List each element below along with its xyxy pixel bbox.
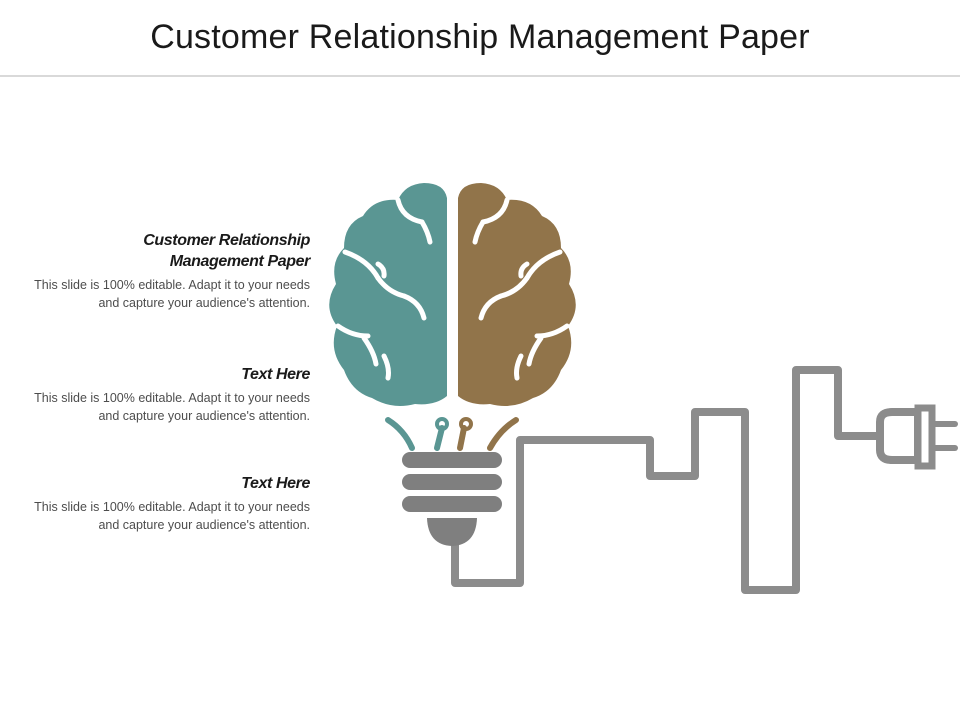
text-block-3: Text Here This slide is 100% editable. A… (10, 473, 310, 534)
text-block-1: Customer Relationship Management Paper T… (10, 230, 310, 312)
light-bulb-icon (402, 452, 502, 546)
title-divider (0, 75, 960, 77)
slide-title: Customer Relationship Management Paper (150, 18, 810, 56)
block-heading: Customer Relationship Management Paper (143, 232, 310, 270)
block-body: This slide is 100% editable. Adapt it to… (34, 500, 310, 532)
block-body: This slide is 100% editable. Adapt it to… (34, 391, 310, 423)
brain-icon (458, 183, 576, 406)
power-cord-icon (451, 366, 886, 594)
text-block-2: Text Here This slide is 100% editable. A… (10, 364, 310, 425)
brain-icon (329, 183, 447, 406)
power-plug-icon (876, 404, 958, 470)
block-body: This slide is 100% editable. Adapt it to… (34, 278, 310, 310)
block-heading: Text Here (241, 475, 310, 492)
block-heading: Text Here (241, 366, 310, 383)
